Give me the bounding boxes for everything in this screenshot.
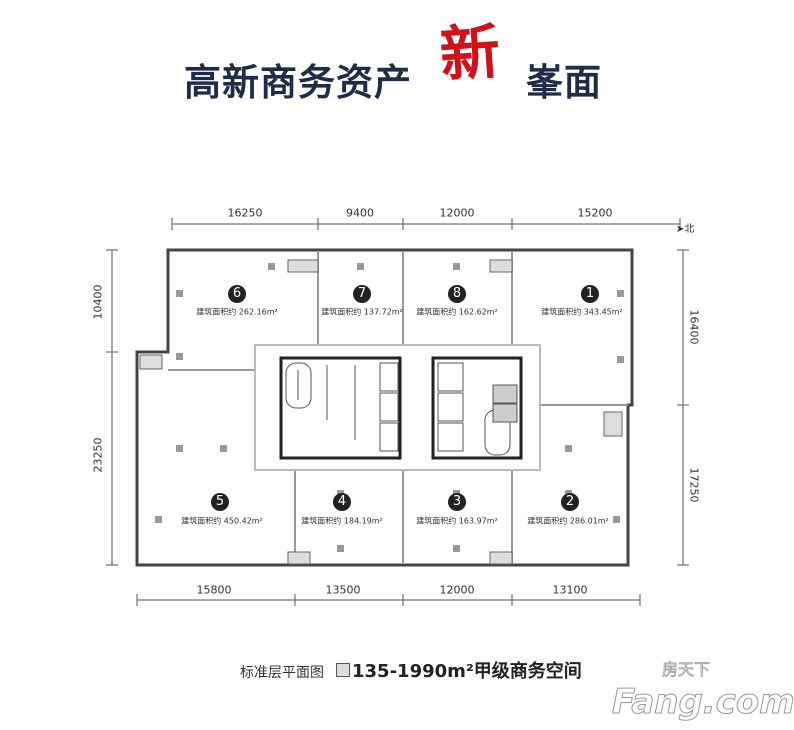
area-badge-icon (336, 663, 350, 677)
unit-8-area: 建筑面积约 162.62m² (416, 307, 498, 317)
plan-name: 标准层平面图 (240, 665, 324, 681)
dim-right-2: 17250 (687, 467, 701, 503)
dim-top-2: 9400 (346, 206, 374, 220)
unit-6-number: 6 (228, 285, 246, 303)
compass-label: 北 (684, 224, 695, 235)
north-compass: ➤北 (676, 220, 694, 235)
plan-spec: 135-1990m²甲级商务空间 (352, 661, 582, 682)
unit-4-area: 建筑面积约 184.19m² (301, 516, 383, 526)
dim-left-2: 23250 (91, 437, 105, 473)
unit-3-area: 建筑面积约 163.97m² (416, 516, 498, 526)
unit-2-area: 建筑面积约 286.01m² (527, 516, 609, 526)
unit-4-number: 4 (333, 493, 351, 511)
unit-1-number: 1 (581, 285, 599, 303)
unit-5-area: 建筑面积约 450.42m² (181, 516, 263, 526)
dim-bottom-2: 13500 (325, 583, 361, 597)
dim-top-1: 16250 (227, 206, 263, 220)
unit-3-number: 3 (448, 493, 466, 511)
dim-bottom-3: 12000 (439, 583, 475, 597)
compass-arrow-icon: ➤ (676, 224, 685, 235)
unit-8-number: 8 (448, 285, 466, 303)
dim-bottom-1: 15800 (196, 583, 232, 597)
unit-7-area: 建筑面积约 137.72m² (321, 307, 403, 317)
dim-top-4: 15200 (577, 206, 613, 220)
dim-right-1: 16400 (687, 309, 701, 345)
title-right: 峯面 (526, 60, 602, 104)
unit-7-number: 7 (353, 285, 371, 303)
core-details (285, 362, 518, 456)
dim-top-3: 12000 (439, 206, 475, 220)
title-left: 高新商务资产 (184, 60, 412, 104)
dim-left-1: 10400 (91, 284, 105, 320)
unit-2-number: 2 (561, 493, 579, 511)
unit-5-number: 5 (211, 493, 229, 511)
dimension-lines (106, 218, 689, 606)
service-shafts (139, 259, 623, 565)
dim-bottom-4: 13100 (552, 583, 588, 597)
watermark-logo: Fang.com (612, 682, 794, 723)
unit-6-area: 建筑面积约 262.16m² (196, 307, 278, 317)
watermark-logo-cn: 房天下 (662, 660, 711, 680)
unit-1-area: 建筑面积约 343.45m² (541, 307, 623, 317)
